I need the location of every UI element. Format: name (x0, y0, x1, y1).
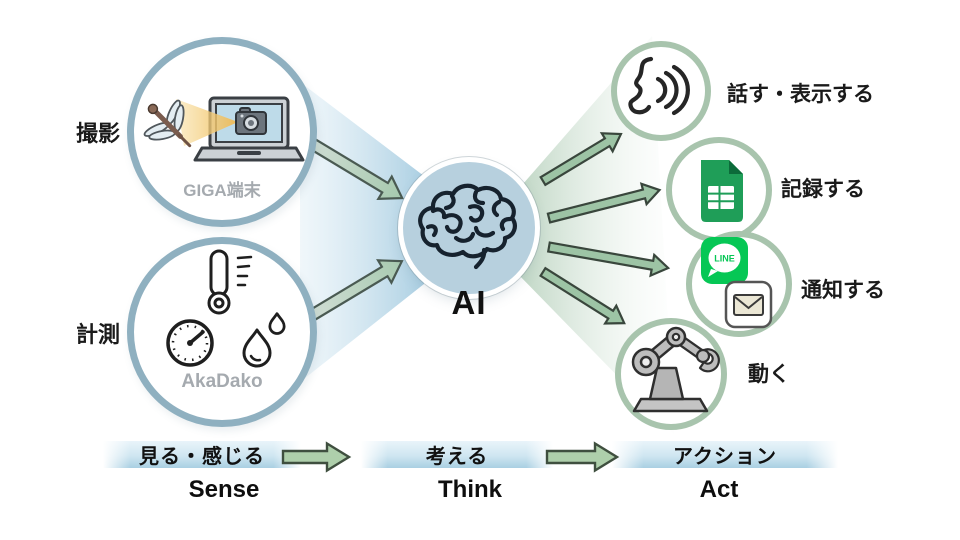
ai-circle (403, 162, 535, 294)
caption-giga-device: GIGA端末 (183, 181, 261, 200)
stage-en-sense: Sense (188, 476, 260, 503)
output-circle-notify (686, 231, 792, 337)
output-label-notify: 通知する (801, 279, 885, 302)
arrow-think-to-act (545, 441, 620, 473)
output-label-move: 動く (748, 363, 790, 386)
stage-en-think: Think (438, 476, 502, 503)
output-circle-move (615, 318, 727, 430)
output-circle-record (666, 137, 772, 243)
input-label-measure: 計測 (75, 322, 120, 347)
output-circle-speak (611, 41, 711, 141)
stage-bar-sense: 見る・感じる (103, 441, 301, 468)
caption-akadako: AkaDako (181, 371, 263, 392)
arrow-ai-to-notify (546, 241, 671, 278)
input-label-capture: 撮影 (75, 121, 120, 146)
input-circle-measure (127, 237, 317, 427)
ai-label: AI (451, 284, 487, 321)
arrow-ai-to-move (539, 266, 626, 325)
stage-bar-act-label: アクション (673, 446, 777, 468)
stage-bar-sense-label: 見る・感じる (139, 446, 265, 468)
arrow-ai-to-speak (539, 132, 623, 187)
stage-en-act: Act (699, 476, 739, 503)
stage-bar-act: アクション (612, 441, 838, 468)
stage-bar-think-label: 考える (425, 446, 489, 468)
arrow-ai-to-record (546, 182, 662, 224)
output-label-speak: 話す・表示する (727, 83, 874, 106)
stage-bar-think: 考える (361, 441, 553, 468)
output-label-record: 記録する (781, 178, 865, 201)
